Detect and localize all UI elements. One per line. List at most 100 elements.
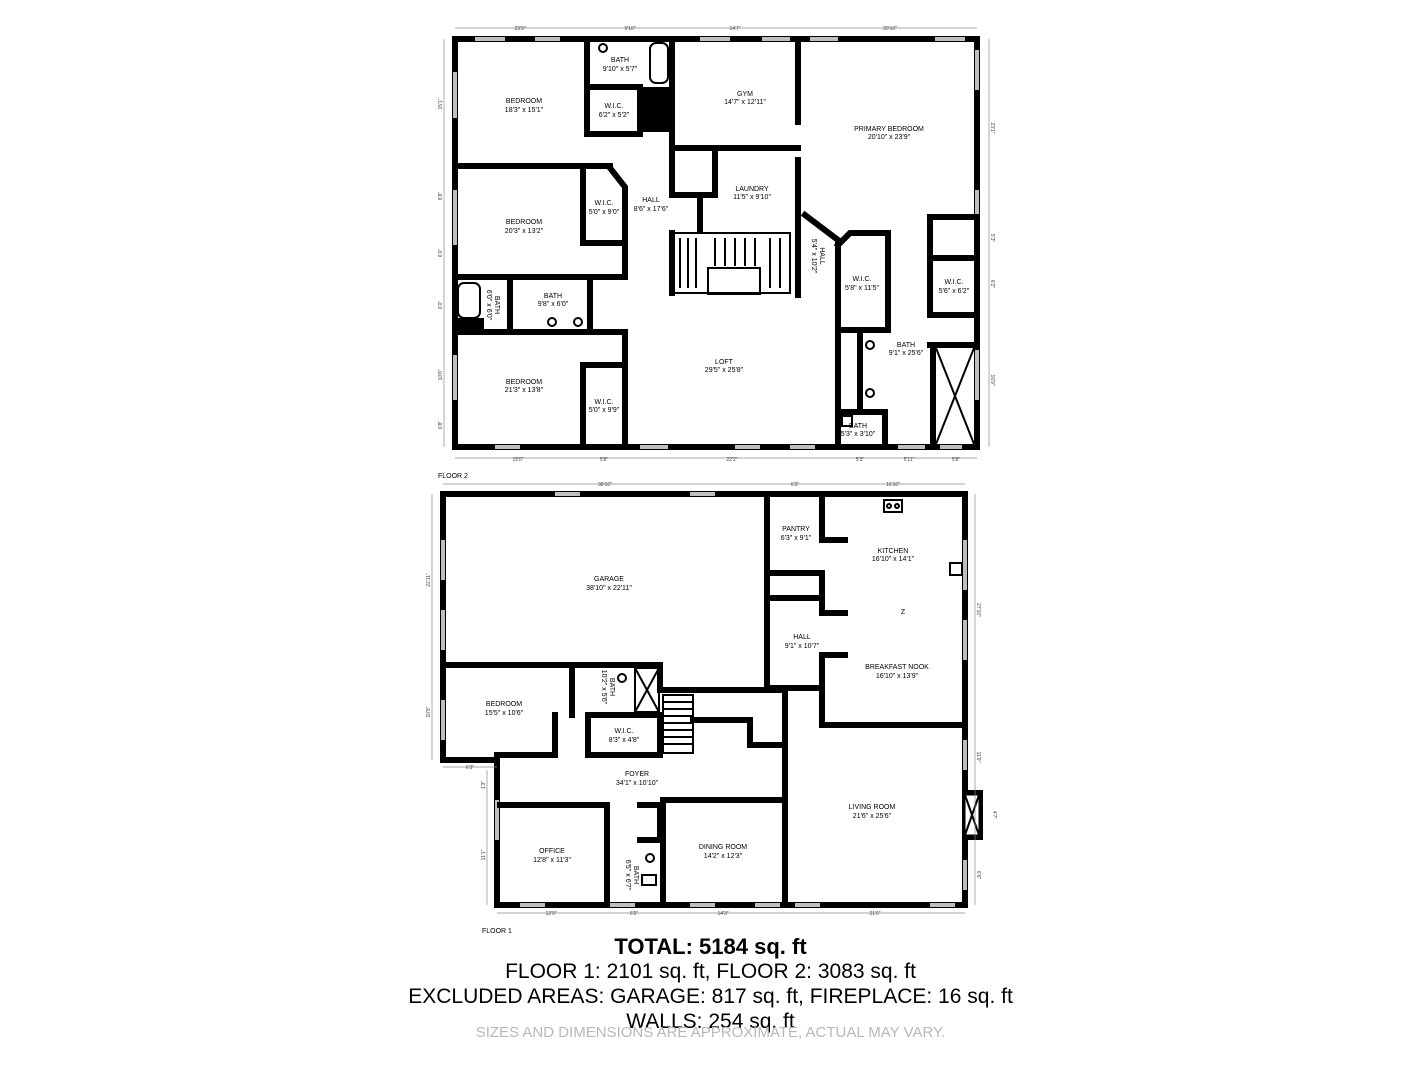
room-name: BATH	[544, 293, 562, 300]
room-name: BREAKFAST NOOK	[865, 664, 929, 671]
dim-top-1: 23'9"	[514, 26, 525, 32]
room-dims: 5'3" x 3'10"	[841, 431, 876, 438]
dim-left-3: 6'3"	[466, 765, 475, 771]
total-area: TOTAL: 5184 sq. ft	[614, 934, 807, 959]
room-name: GYM	[737, 91, 753, 98]
room-name: BATH	[493, 296, 500, 314]
room-name: BEDROOM	[506, 219, 542, 226]
room-dims: 5'8" x 11'5"	[845, 285, 879, 292]
dim-bottom-2: 6'5"	[630, 911, 639, 917]
room-dims: 14'2" x 12'3"	[704, 853, 743, 860]
room-name: W.I.C.	[944, 279, 963, 286]
dim-top-4: 20'10"	[883, 26, 897, 32]
room-name: KITCHEN	[878, 548, 909, 555]
dim-left-5: 10'8"	[438, 369, 444, 380]
dim-left-4: 6'0"	[438, 301, 444, 310]
floor-1-dimensions: 38'10" 6'3" 16'10" 12'9" 6'5" 14'3" 21'6…	[426, 482, 997, 917]
dim-bottom-3: 14'3"	[717, 911, 728, 917]
dim-right-2: 5'3"	[989, 234, 995, 243]
room-name: BATH	[632, 866, 639, 884]
room-dims: 9'8" x 6'0"	[538, 301, 569, 308]
excluded-areas: EXCLUDED AREAS: GARAGE: 817 sq. ft, FIRE…	[408, 985, 1013, 1008]
dim-left-2: 10'8"	[426, 706, 432, 717]
room-name: HALL	[818, 247, 825, 265]
dim-left-1: 22'11"	[426, 573, 432, 587]
dim-left-4: 1'3"	[481, 781, 487, 790]
dim-bottom-5: 5'11"	[904, 457, 915, 463]
disclaimer: SIZES AND DIMENSIONS ARE APPROXIMATE, AC…	[475, 1024, 946, 1041]
room-name: DINING ROOM	[699, 844, 747, 851]
floor-2-dimensions: 23'9" 9'10" 14'7" 20'10" 15'0" 5'8" 22'2…	[438, 26, 995, 463]
room-name: W.I.C.	[614, 728, 633, 735]
room-name: LOFT	[715, 359, 734, 366]
floor-2-plan: 23'9" 9'10" 14'7" 20'10" 15'0" 5'8" 22'2…	[438, 26, 995, 480]
room-name: BEDROOM	[506, 98, 542, 105]
room-name: BATH	[897, 342, 915, 349]
floor-areas: FLOOR 1: 2101 sq. ft, FLOOR 2: 3083 sq. …	[505, 960, 916, 983]
room-name: LAUNDRY	[735, 186, 769, 193]
floor-1-label: FLOOR 1	[482, 928, 512, 935]
room-dims: 5'0" x 9'9"	[589, 407, 620, 414]
dim-left-2: 8'8"	[438, 192, 444, 201]
room-name: BEDROOM	[486, 701, 522, 708]
room-dims: 34'1" x 10'10"	[616, 780, 659, 787]
room-name: BATH	[849, 423, 867, 430]
dim-bottom-3: 22'2"	[726, 457, 737, 463]
dim-top-2: 9'10"	[624, 26, 635, 32]
dim-bottom-6: 5'8"	[952, 457, 961, 463]
dim-bottom-2: 5'8"	[600, 457, 609, 463]
room-dims: 6'0" x 6'0"	[485, 290, 492, 321]
floor-1-room-labels: GARAGE 38'10" x 22'11" PANTRY 6'3" x 9'1…	[485, 526, 929, 891]
room-dims: 6'5" x 6'7"	[624, 860, 631, 891]
room-dims: 29'5" x 25'8"	[705, 367, 744, 374]
room-dims: 5'6" x 6'2"	[939, 288, 970, 295]
room-dims: 20'10" x 23'9"	[868, 134, 911, 141]
room-dims: 15'5" x 10'6"	[485, 710, 524, 717]
room-dims: 9'1" x 10'7"	[785, 643, 820, 650]
room-dims: 20'3" x 13'2"	[505, 228, 544, 235]
room-dims: 14'7" x 12'11"	[724, 99, 766, 106]
room-dims: 18'3" x 15'1"	[505, 107, 544, 114]
room-name: W.I.C.	[604, 103, 623, 110]
floor-1-exterior-wall	[440, 491, 968, 908]
room-name: GARAGE	[594, 576, 624, 583]
room-dims: 9'1" x 25'6"	[889, 350, 924, 357]
room-dims: 38'10" x 22'11"	[586, 585, 632, 592]
dim-right-4: 16'9"	[989, 374, 995, 385]
dim-bottom-4: 5'3"	[856, 457, 865, 463]
room-dims: 8'3" x 4'8"	[609, 737, 640, 744]
dim-right-1: 23'1"	[989, 122, 995, 133]
room-dims: 9'10" x 5'7"	[603, 66, 638, 73]
room-name: PRIMARY BEDROOM	[854, 126, 924, 133]
room-dims: 5'4" x 10'2"	[810, 239, 817, 274]
room-dims: 6'2" x 5'2"	[599, 112, 630, 119]
dim-bottom-1: 12'9"	[545, 911, 556, 917]
dim-left-1: 15'1"	[438, 98, 444, 109]
room-dims: 16'10" x 13'9"	[876, 673, 919, 680]
room-dims: 5'0" x 9'0"	[589, 209, 620, 216]
floor-2-room-labels: BEDROOM 18'3" x 15'1" BATH 9'10" x 5'7" …	[485, 57, 970, 438]
room-name: HALL	[793, 634, 811, 641]
dim-bottom-1: 15'0"	[512, 457, 523, 463]
dim-top-3: 14'7"	[729, 26, 740, 32]
room-name: HALL	[642, 197, 660, 204]
dim-top-3: 16'10"	[886, 482, 900, 488]
dim-left-3: 6'0"	[438, 249, 444, 258]
walls-area: WALLS: 254 sq. ft	[626, 1010, 795, 1033]
room-name: PANTRY	[782, 526, 810, 533]
dim-bottom-4: 21'6"	[869, 911, 880, 917]
room-dims: 16'10" x 14'1"	[872, 556, 915, 563]
dim-left-5: 11'1"	[481, 849, 487, 860]
room-dims: 6'3" x 9'1"	[781, 535, 812, 542]
dim-top-2: 6'3"	[791, 482, 800, 488]
kitchen-mark: Z	[901, 609, 906, 616]
room-name: W.I.C.	[852, 276, 871, 283]
room-dims: 12'8" x 11'3"	[533, 857, 571, 864]
floor-1-plan: 38'10" 6'3" 16'10" 12'9" 6'5" 14'3" 21'6…	[426, 482, 997, 935]
room-name: W.I.C.	[594, 399, 613, 406]
room-dims: 11'5" x 9'10"	[733, 194, 771, 201]
dim-right-4: 6'6"	[975, 871, 981, 880]
room-dims: 8'6" x 17'6"	[634, 206, 669, 213]
room-dims: 21'3" x 13'8"	[505, 387, 544, 394]
